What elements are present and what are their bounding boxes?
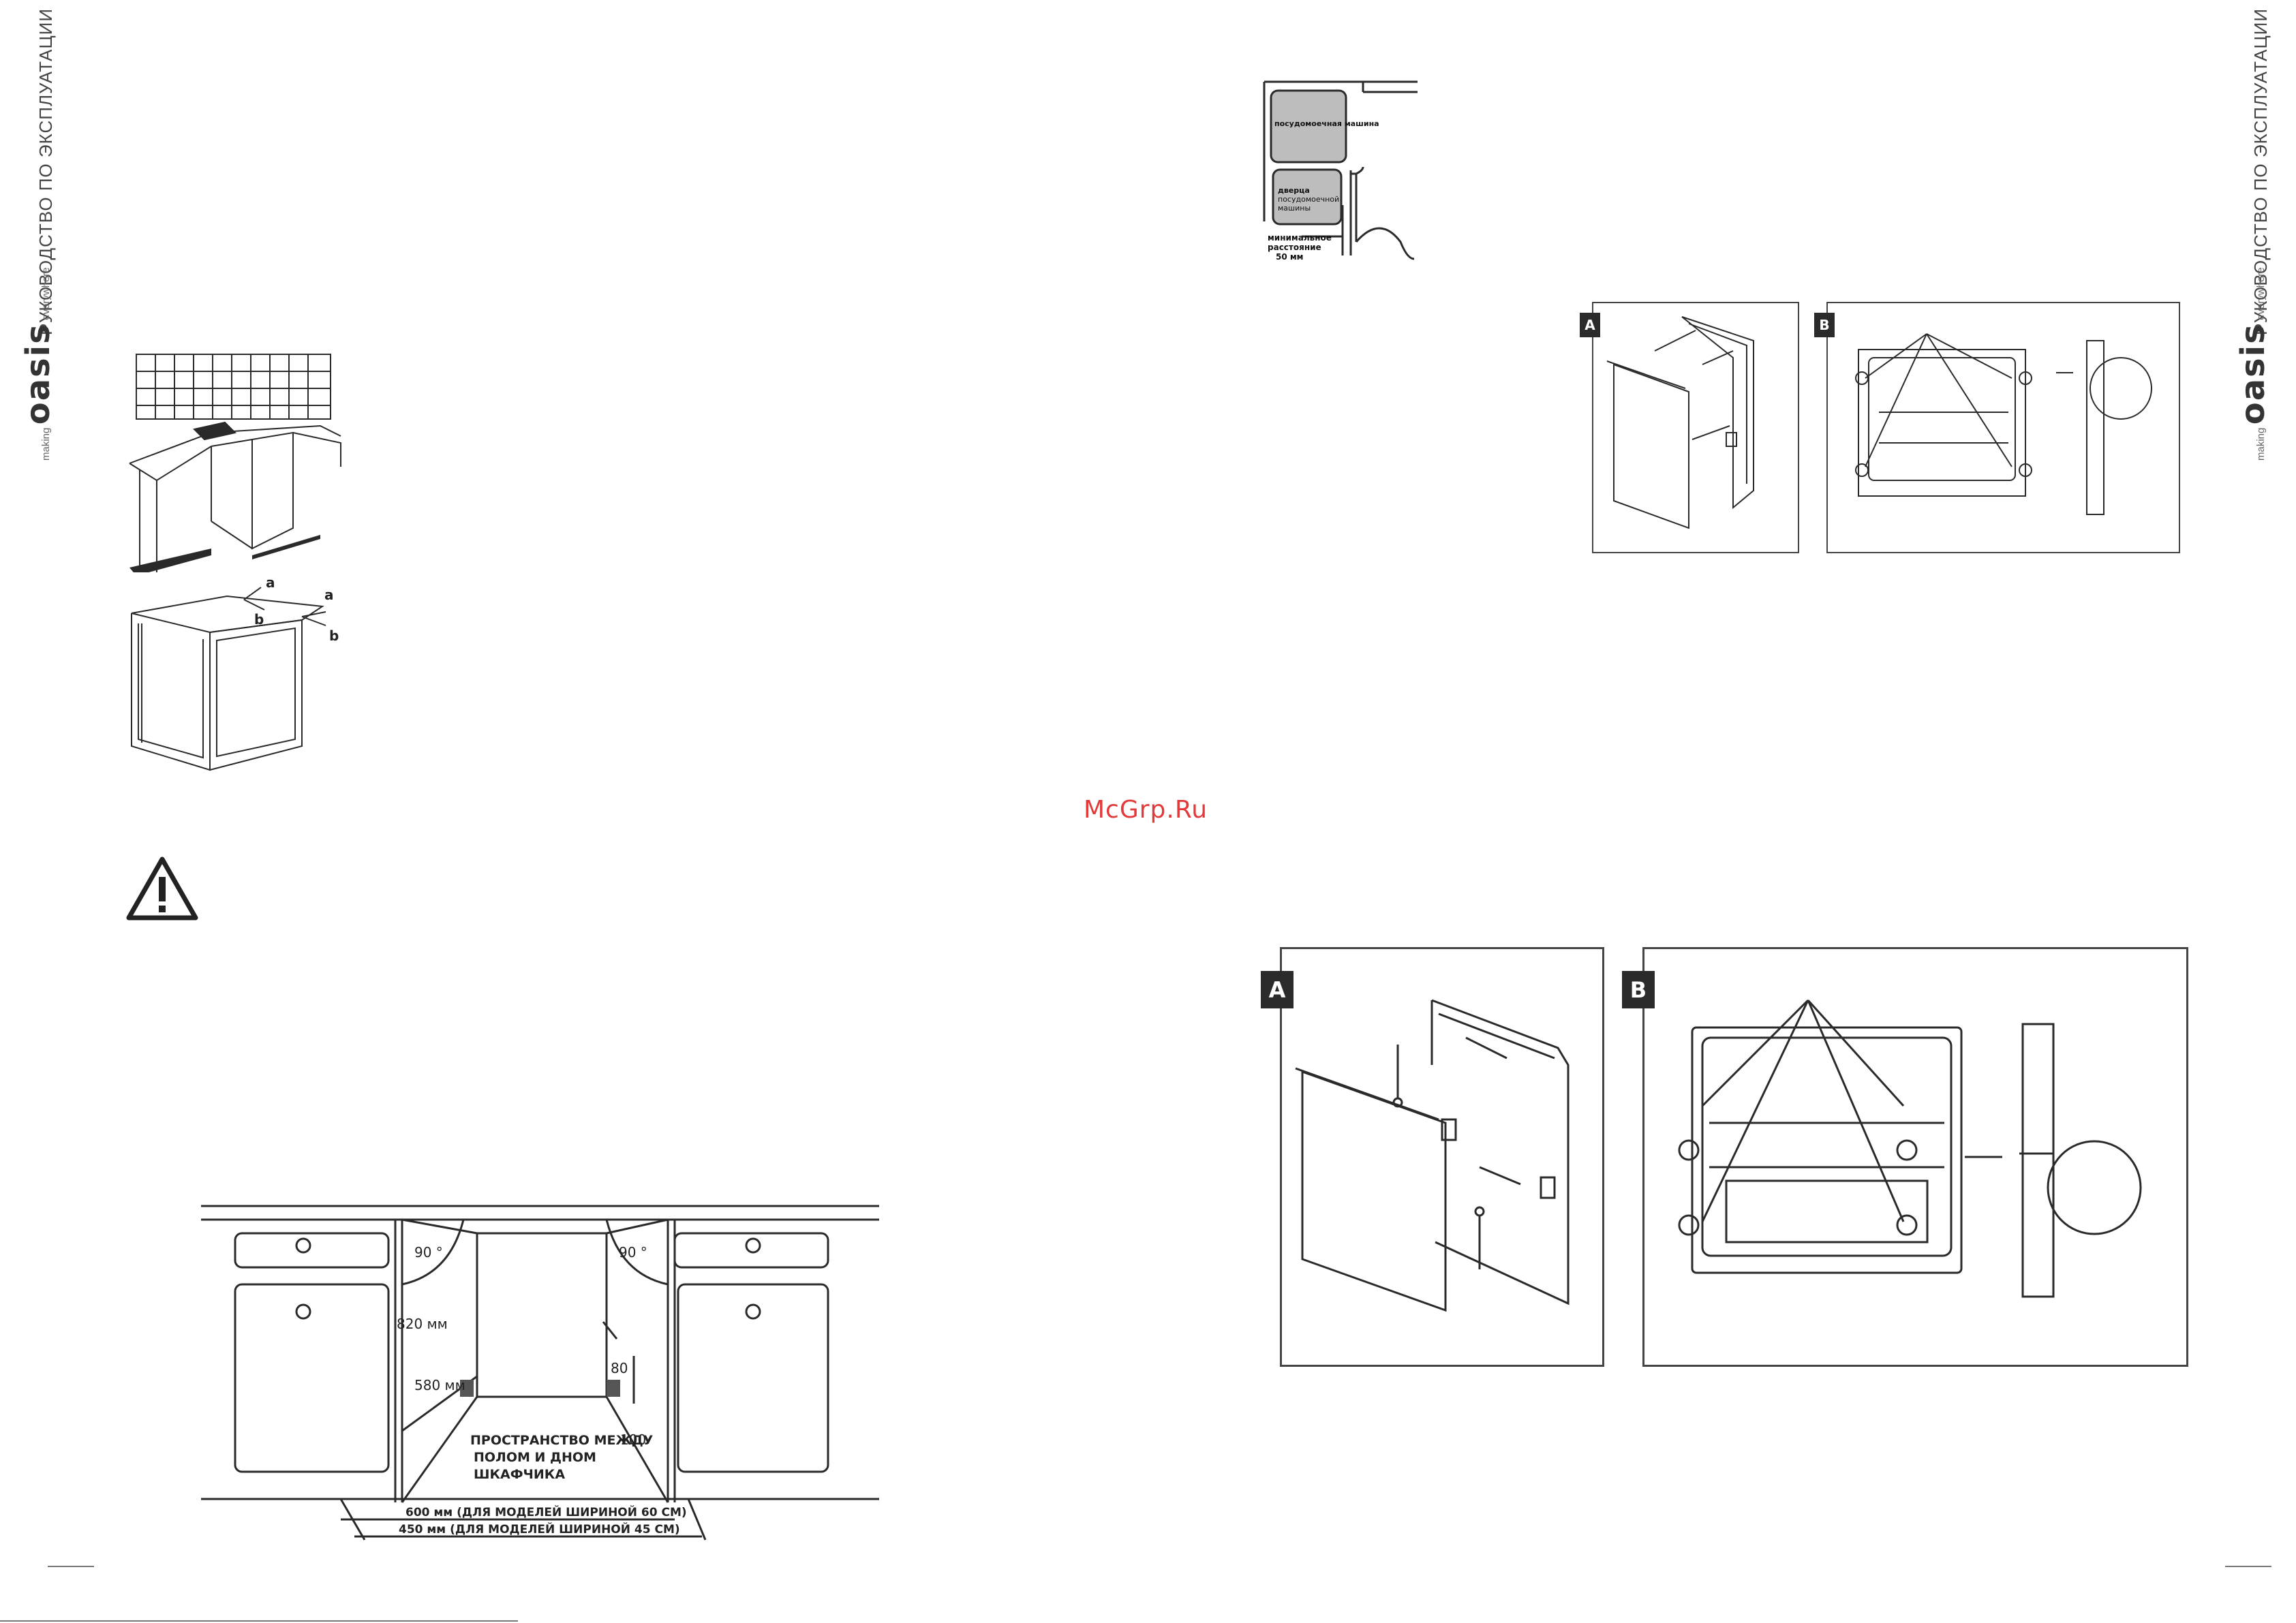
width-45-label: 450 мм (ДЛЯ МОДЕЛЕЙ ШИРИНОЙ 45 СМ) [399, 1521, 680, 1536]
angle-left: 90 ° [414, 1244, 443, 1261]
footer-rule-left [48, 1566, 94, 1567]
brand-logo-right: making oasis everywhere [2234, 267, 2272, 461]
min-distance-line2: расстояние [1268, 243, 1321, 252]
brand-tagline-top: making [40, 427, 52, 461]
panel-small-a-badge: A [1580, 313, 1600, 337]
brand-tagline-bottom: everywhere [2255, 267, 2267, 320]
panel-small-b-badge: B [1814, 313, 1835, 337]
space-line2: ПОЛОМ И ДНОМ [474, 1450, 596, 1465]
brand-logo-left: making oasis everywhere [19, 267, 57, 461]
panel-small-a-illustration [1606, 316, 1754, 529]
height-label: 820 мм [397, 1316, 448, 1332]
brand-name: oasis [19, 323, 57, 425]
niche-dimensions-diagram: 90 ° 90 ° 820 мм 580 мм 80 100 ПРОСТРАНС… [201, 1205, 879, 1541]
panel-small-b [1826, 302, 2180, 553]
panel-small-a [1592, 302, 1799, 553]
warning-icon [126, 856, 198, 921]
door-label-line3: машины [1278, 204, 1311, 213]
panel-large-a-illustration [1295, 999, 1570, 1312]
panel-large-b-badge: B [1622, 971, 1655, 1008]
footer-rule-right [2225, 1566, 2271, 1567]
dim-100: 100 [620, 1432, 646, 1448]
width-60-label: 600 мм (ДЛЯ МОДЕЛЕЙ ШИРИНОЙ 60 СМ) [405, 1504, 687, 1519]
min-distance-line1: минимальное [1268, 233, 1332, 243]
adjust-label-a-right: a [324, 587, 334, 603]
dishwasher-label: посудомоечная машина [1274, 119, 1379, 128]
dim-80: 80 [611, 1360, 628, 1376]
adjust-label-a-left: a [266, 574, 275, 591]
watermark: McGrp.Ru [1084, 796, 1208, 824]
panel-large-a [1280, 947, 1604, 1367]
door-adjust-illustration: a b a b [131, 574, 339, 771]
adjust-label-b-left: b [254, 611, 264, 628]
min-distance-line3: 50 мм [1276, 252, 1304, 262]
adjust-label-b-right: b [329, 628, 339, 644]
angle-right: 90 ° [619, 1244, 647, 1261]
panel-small-b-illustration [1855, 333, 2152, 515]
clearance-diagram: посудомоечная машина дверца посудомоечно… [1263, 80, 1418, 262]
door-label-line1: дверца [1278, 186, 1310, 195]
brand-tagline-top: making [2255, 427, 2267, 461]
depth-label: 580 мм [414, 1377, 465, 1393]
panel-large-a-badge: A [1261, 971, 1294, 1008]
door-label-line2: посудомоечной [1278, 195, 1339, 204]
space-line1: ПРОСТРАНСТВО МЕЖДУ [470, 1433, 654, 1448]
brand-tagline-bottom: everywhere [40, 267, 52, 320]
panel-large-b [1642, 947, 2188, 1367]
footer-bottom-rule [0, 1620, 518, 1622]
kitchen-install-illustration [129, 354, 341, 572]
brand-name: oasis [2234, 323, 2272, 425]
space-line3: ШКАФЧИКА [474, 1467, 565, 1482]
panel-large-b-illustration [1678, 999, 2142, 1298]
